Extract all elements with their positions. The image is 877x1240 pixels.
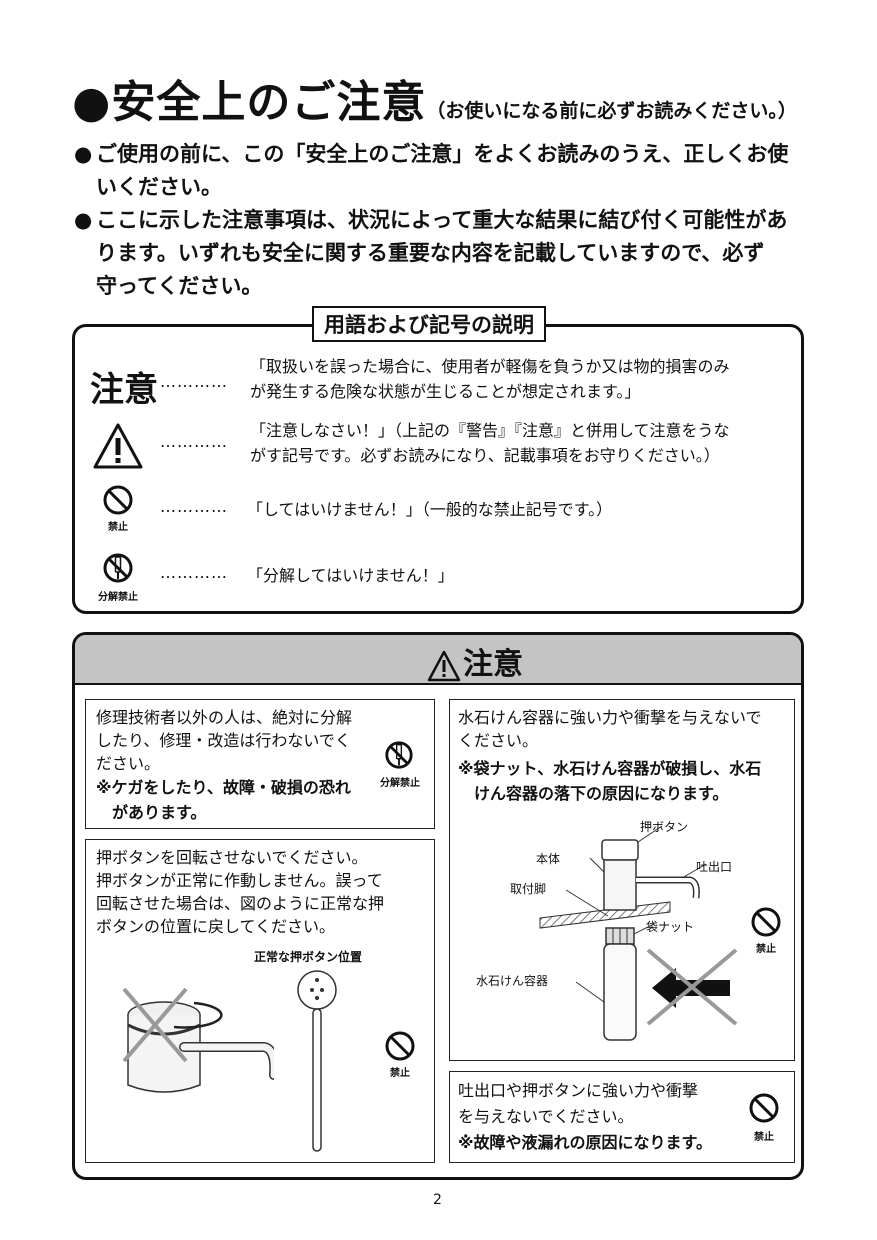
text-line: したり、修理・改造は行わないでく [96, 731, 351, 750]
panel-rotate: 押ボタンを回転させないでください。 押ボタンが正常に作動しません。誤って 回転さ… [85, 839, 435, 1163]
warning-description: 「注意しなさい！」（上記の『警告』『注意』と併用して注意をうな がす記号です。必… [250, 418, 730, 468]
intro-line: ります。いずれも安全に関する重要な内容を記載していますので、必ず [96, 241, 765, 265]
panel-spout: 吐出口や押ボタンに強い力や衝撃 を与えないでください。 ※故障や液漏れの原因にな… [449, 1071, 795, 1163]
chui-line: 「取扱いを誤った場合に、使用者が軽傷を負うか又は物的損害のみ [250, 357, 730, 376]
spout-warning: ※故障や液漏れの原因になります。 [458, 1133, 712, 1152]
text-line: があります。 [96, 803, 207, 822]
bullet: ● [74, 208, 93, 232]
intro-line: ここに示した注意事項は、状況によって重大な結果に結び付く可能性があ [96, 208, 788, 232]
prohibit-icon [103, 485, 133, 515]
warning-line: 「注意しなさい！」（上記の『警告』『注意』と併用して注意をうな [250, 421, 730, 440]
disassembly-prohibited-caption: 分解禁止 [380, 778, 420, 789]
leader-dots: ………… [160, 432, 228, 451]
repair-text: 修理技術者以外の人は、絶対に分解 したり、修理・改造は行わないでく ださい。 [96, 706, 352, 775]
container-warning: ※袋ナット、水石けん容器が破損し、水石 けん容器の落下の原因になります。 [458, 756, 761, 806]
label-container: 水石けん容器 [476, 974, 549, 988]
text-line: ださい。 [96, 754, 161, 773]
caution-header: 注意 [75, 635, 801, 685]
push-button-normal-illustration [297, 970, 337, 1152]
page-title: ●安全上のご注意（お使いになる前に必ずお読みください。） [72, 66, 797, 130]
panel-repair: 修理技術者以外の人は、絶対に分解 したり、修理・改造は行わないでく ださい。 ※… [85, 699, 435, 829]
page-title-main: ●安全上のご注意 [72, 77, 427, 128]
intro-line: 守ってください。 [96, 274, 263, 298]
panel-container: 水石けん容器に強い力や衝撃を与えないで ください。 ※袋ナット、水石けん容器が破… [449, 699, 795, 1061]
chui-description: 「取扱いを誤った場合に、使用者が軽傷を負うか又は物的損害のみ が発生する危険な状… [250, 354, 730, 404]
container-text: 水石けん容器に強い力や衝撃を与えないで ください。 [458, 706, 762, 752]
prohibit-caption: 禁止 [754, 1132, 774, 1143]
warning-triangle-icon [427, 650, 461, 681]
normal-position-label: 正常な押ボタン位置 [254, 950, 363, 964]
page-number: 2 [433, 1192, 442, 1208]
text-line: 水石けん容器に強い力や衝撃を与えないで [458, 708, 762, 727]
soap-dispenser-illustration [539, 825, 738, 1041]
repair-warning: ※ケガをしたり、故障・破損の恐れ があります。 [96, 775, 351, 825]
faucet-rotated-illustration [122, 987, 274, 1093]
intro-paragraph-1: ●ご使用の前に、この「安全上のご注意」をよくお読みのうえ、正しくお使 いください… [74, 138, 814, 204]
warning-triangle-icon [93, 423, 143, 469]
prohibit-caption: 禁止 [390, 1068, 410, 1079]
caution-box: 注意 修理技術者以外の人は、絶対に分解 したり、修理・改造は行わないでく ださい… [72, 632, 804, 1180]
chui-word: 注意 [90, 370, 158, 410]
caution-title-text: 注意 [463, 647, 523, 682]
label-mount: 取付脚 [510, 882, 547, 896]
spout-text: 吐出口や押ボタンに強い力や衝撃 を与えないでください。 [458, 1078, 698, 1130]
intro-line: ご使用の前に、この「安全上のご注意」をよくお読みのうえ、正しくお使 [96, 142, 789, 166]
label-body: 本体 [536, 852, 561, 866]
text-line: ※ケガをしたり、故障・破損の恐れ [96, 778, 351, 797]
prohibit-icon [751, 907, 781, 937]
prohibit-icon [749, 1093, 779, 1123]
intro-paragraph-2: ●ここに示した注意事項は、状況によって重大な結果に結び付く可能性があ ります。い… [74, 204, 814, 303]
leader-dots: ………… [160, 497, 228, 516]
label-spout: 吐出口 [696, 860, 733, 874]
prohibit-description: 「してはいけません！」（一般的な禁止記号です。） [247, 500, 613, 519]
leader-dots: ………… [160, 372, 228, 391]
disassembly-prohibited-icon [103, 553, 133, 583]
text-line: けん容器の落下の原因になります。 [458, 784, 729, 803]
page-title-sub: （お使いになる前に必ずお読みください。） [426, 100, 797, 122]
text-line: 押ボタンを回転させないでください。 [96, 848, 368, 867]
disassembly-prohibited-icon [385, 741, 413, 769]
disassembly-description: 「分解してはいけません！」 [247, 566, 454, 585]
warning-line: がす記号です。必ずお読みになり、記載事項をお守りください。） [250, 446, 720, 465]
text-line: 吐出口や押ボタンに強い力や衝撃 [458, 1081, 699, 1100]
chui-line: が発生する危険な状態が生じることが想定されます。」 [250, 382, 641, 401]
text-line: 修理技術者以外の人は、絶対に分解 [96, 708, 353, 727]
leader-dots: ………… [160, 563, 228, 582]
terms-heading: 用語および記号の説明 [312, 306, 546, 342]
text-line: ボタンの位置に戻してください。 [96, 917, 336, 936]
text-line: ください。 [458, 731, 539, 750]
label-nut: 袋ナット [646, 920, 695, 934]
caution-title: 注意 [427, 639, 523, 683]
prohibit-icon [385, 1031, 415, 1061]
bullet: ● [74, 142, 93, 166]
prohibit-caption: 禁止 [108, 522, 128, 533]
intro-line: いください。 [96, 175, 222, 199]
rotate-arrow-icon [173, 1001, 223, 1029]
text-line: 押ボタンが正常に作動しません。誤って [96, 871, 383, 890]
text-line: ※袋ナット、水石けん容器が破損し、水石 [458, 759, 762, 778]
text-line: を与えないでください。 [458, 1107, 634, 1126]
prohibit-caption: 禁止 [756, 944, 776, 955]
disassembly-prohibited-caption: 分解禁止 [98, 592, 138, 603]
rotate-text: 押ボタンを回転させないでください。 押ボタンが正常に作動しません。誤って 回転さ… [96, 846, 384, 938]
text-line: 回転させた場合は、図のように正常な押 [96, 894, 385, 913]
label-push-button: 押ボタン [640, 820, 689, 834]
